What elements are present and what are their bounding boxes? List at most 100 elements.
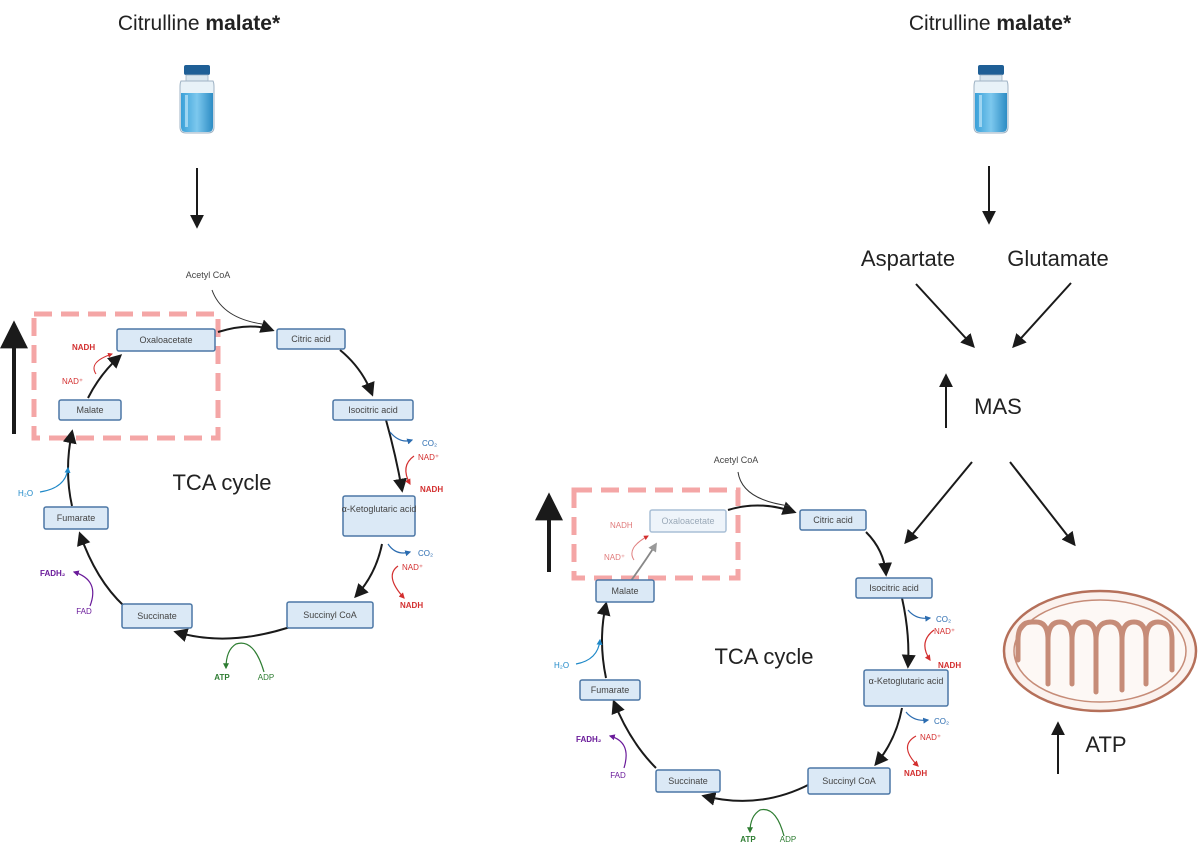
node-succinyl-coa: Succinyl CoA [807, 767, 891, 795]
node-fumarate: Fumarate [579, 679, 641, 701]
nadh-label-2: NADH [904, 769, 927, 778]
arrow-malate-oxaloacetate [87, 354, 123, 399]
acetyl-coa-input [737, 471, 791, 507]
arrow-aketo-succoa [874, 707, 903, 767]
svg-text:Succinyl CoA: Succinyl CoA [303, 610, 357, 620]
right-title: Citrulline malate* [909, 12, 1072, 35]
arrow-citric-isocitric [339, 349, 375, 397]
atp-label-large: ATP [1085, 732, 1126, 757]
nad-label-1: NAD⁺ [934, 627, 955, 636]
adp-label: ADP [780, 835, 796, 844]
co2-label-1: CO₂ [422, 439, 437, 448]
svg-text:Fumarate: Fumarate [591, 685, 630, 695]
arrow-succoa-succinate [701, 783, 811, 806]
malate-nadh-label: NADH [72, 343, 95, 352]
nadh-label-1: NADH [938, 661, 961, 670]
arrow-aspartate-mas [915, 283, 975, 349]
node-aketoglutaric-acid: α-Ketoglutaric acid [342, 495, 417, 537]
fadh2-label: FADH₂ [576, 735, 602, 744]
svg-text:Fumarate: Fumarate [57, 513, 96, 523]
node-fumarate: Fumarate [43, 506, 109, 530]
arrow-fumarate-malate [596, 601, 611, 679]
acetyl-coa-input [211, 289, 263, 325]
h2o-label: H₂O [18, 489, 33, 498]
fad-label: FAD [610, 771, 626, 780]
arrow-oxaloacetate-citric [217, 319, 275, 333]
node-succinate: Succinate [655, 769, 721, 793]
arrow-succoa-succinate [173, 624, 297, 642]
node-succinyl-coa: Succinyl CoA [286, 601, 374, 629]
svg-text:Citric acid: Citric acid [291, 334, 331, 344]
node-isocitric-acid: Isocitric acid [855, 577, 933, 599]
right-cycle-label: TCA cycle [714, 644, 813, 669]
vial-icon [179, 64, 215, 134]
arrow-aketo-succoa [354, 543, 383, 599]
svg-text:Isocitric acid: Isocitric acid [348, 405, 398, 415]
node-malate: Malate [595, 579, 655, 603]
arrow-mas-tca [904, 461, 973, 545]
node-citric-acid: Citric acid [799, 509, 867, 531]
fad-reduction [608, 734, 627, 769]
fad-reduction [72, 570, 94, 607]
co2-release-1 [907, 609, 932, 622]
malate-oxaloacetate-highlight [571, 487, 741, 581]
fad-label: FAD [76, 607, 92, 616]
co2-label-2: CO₂ [418, 549, 433, 558]
co2-release-2 [905, 711, 930, 724]
arrow-citric-isocitric [865, 531, 893, 577]
atp-generation [223, 642, 265, 673]
malate-nad-reduction [631, 535, 649, 561]
acetyl-coa-label: Acetyl CoA [714, 455, 759, 465]
nadh-label-2: NADH [400, 601, 423, 610]
malate-nad-label: NAD⁺ [62, 377, 83, 386]
svg-text:Succinate: Succinate [668, 776, 708, 786]
nadh-label-1: NADH [420, 485, 443, 494]
water-input [39, 466, 71, 493]
water-input [575, 638, 603, 665]
svg-text:Malate: Malate [611, 586, 638, 596]
node-succinate: Succinate [121, 603, 193, 629]
node-citric-acid: Citric acid [276, 328, 346, 350]
arrow-malate-oxaloacetate [629, 542, 657, 583]
nad-reduction-2 [391, 565, 405, 599]
left-title: Citrulline malate* [118, 12, 281, 35]
mitochondrion-icon [1002, 589, 1198, 713]
acetyl-coa-label: Acetyl CoA [186, 270, 231, 280]
nad-label-1: NAD⁺ [418, 453, 439, 462]
adp-label: ADP [258, 673, 274, 682]
malate-nad-reduction [93, 352, 113, 375]
svg-text:Succinyl CoA: Succinyl CoA [822, 776, 876, 786]
left-panel: Citrulline malate* Acetyl CoA CO₂ NAD⁺ N… [0, 12, 443, 682]
arrow-succinate-fumarate [77, 531, 125, 607]
node-oxaloacetate: Oxaloacetate [116, 328, 216, 352]
svg-text:α-Ketoglutaric acid: α-Ketoglutaric acid [342, 504, 417, 514]
arrow-isocitric-aketo [385, 419, 407, 493]
nad-reduction-2 [906, 735, 919, 767]
malate-oxaloacetate-highlight [31, 311, 221, 441]
node-isocitric-acid: Isocitric acid [332, 399, 414, 421]
mas-label: MAS [974, 394, 1022, 419]
co2-release-2 [387, 543, 412, 557]
right-panel: Citrulline malate* Aspartate Glutamate M… [535, 12, 1198, 844]
left-cycle-label: TCA cycle [172, 470, 271, 495]
arrow-glutamate-mas [1012, 282, 1072, 349]
aspartate-label: Aspartate [861, 246, 955, 271]
atp-label: ATP [740, 835, 756, 844]
arrow-fumarate-malate [62, 429, 77, 507]
fadh2-label: FADH₂ [40, 569, 66, 578]
nad-label-2: NAD⁺ [920, 733, 941, 742]
h2o-label: H₂O [554, 661, 569, 670]
co2-label-2: CO₂ [934, 717, 949, 726]
node-aketoglutaric-acid: α-Ketoglutaric acid [863, 669, 949, 707]
vial-icon [973, 64, 1009, 134]
malate-nadh-label: NADH [610, 521, 633, 530]
svg-text:Malate: Malate [76, 405, 103, 415]
arrow-mas-mitochondrion [1009, 461, 1076, 547]
arrow-succinate-fumarate [611, 699, 657, 769]
svg-text:Isocitric acid: Isocitric acid [869, 583, 919, 593]
nad-label-2: NAD⁺ [402, 563, 423, 572]
nad-reduction-1 [405, 455, 415, 486]
svg-text:Succinate: Succinate [137, 611, 177, 621]
co2-release-1 [389, 431, 414, 445]
